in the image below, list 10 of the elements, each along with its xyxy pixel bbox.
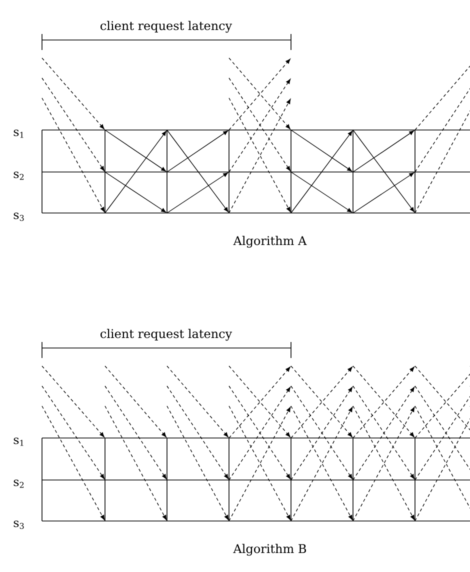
panel-caption: Algorithm B [233, 544, 306, 556]
process-label: s$_{2}$ [14, 172, 24, 180]
process-label: s$_{3}$ [14, 212, 24, 221]
process-label: s$_{3}$ [14, 520, 24, 529]
dimension-label: client request latency [100, 20, 232, 33]
process-label: s$_{2}$ [14, 480, 24, 488]
process-label: s$_{1}$ [14, 438, 24, 446]
panel-caption: Algorithm A [233, 236, 307, 248]
process-label: s$_{1}$ [14, 130, 24, 138]
dimension-label: client request latency [100, 328, 232, 341]
